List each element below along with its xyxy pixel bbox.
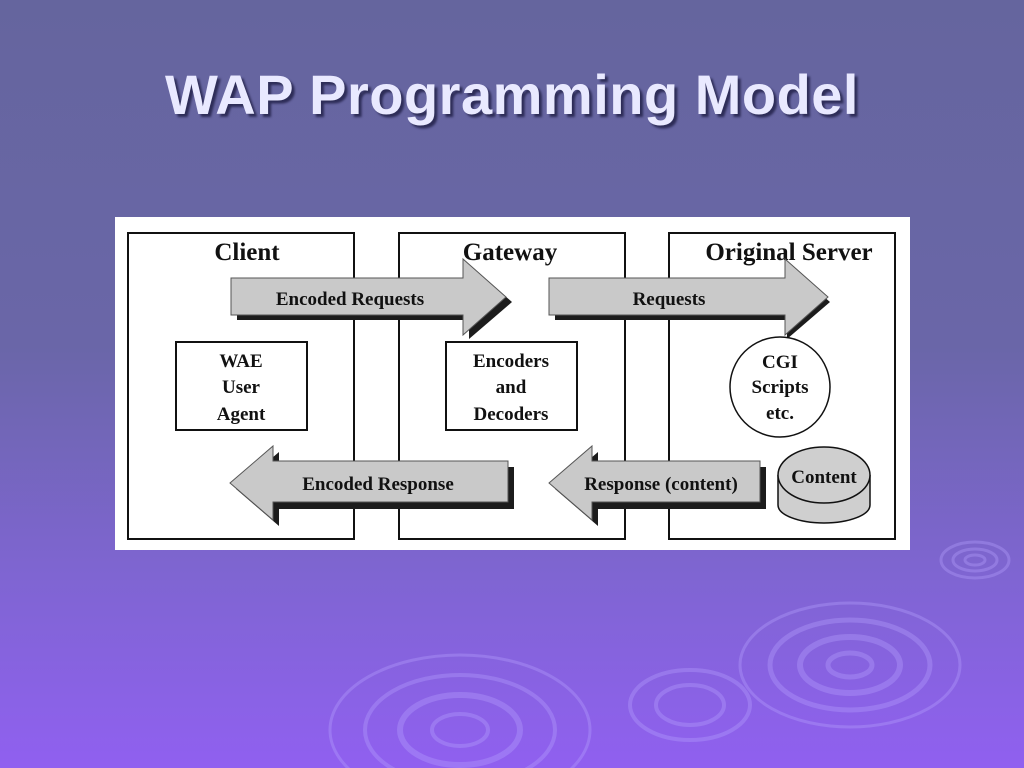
cgi-scripts-line-2: Scripts: [752, 377, 809, 398]
server-header: Original Server: [705, 239, 872, 266]
encoders-decoders-line-3: Decoders: [474, 404, 549, 425]
wae-user-agent-box: WAE User Agent: [175, 341, 308, 431]
encoded-requests-label: Encoded Requests: [276, 289, 424, 310]
cgi-scripts-line-3: etc.: [766, 403, 794, 424]
cgi-scripts-line-1: CGI: [762, 352, 798, 373]
client-header: Client: [214, 239, 280, 266]
gateway-header: Gateway: [463, 239, 558, 266]
slide-title: WAP Programming Model: [165, 63, 859, 126]
encoded-requests-arrow: Encoded Requests: [230, 257, 512, 339]
gateway-column: [398, 232, 626, 540]
wae-user-agent-line-3: Agent: [217, 404, 266, 425]
requests-arrow: Requests: [548, 257, 830, 339]
encoders-decoders-line-2: and: [496, 377, 527, 398]
wae-user-agent-line-1: WAE: [219, 351, 262, 372]
encoders-decoders-box: Encoders and Decoders: [445, 341, 578, 431]
encoded-response-arrow: Encoded Response: [229, 444, 514, 526]
server-column: [668, 232, 896, 540]
client-column: [127, 232, 355, 540]
requests-label: Requests: [633, 289, 706, 310]
content-label: Content: [791, 467, 857, 488]
wap-diagram-svg: Client Gateway Original Server Encoded R…: [127, 232, 896, 540]
encoded-response-label: Encoded Response: [302, 474, 454, 495]
response-content-arrow: Response (content): [548, 444, 766, 526]
encoders-decoders-line-1: Encoders: [473, 351, 549, 372]
response-content-label: Response (content): [584, 474, 738, 495]
content-database: Content: [777, 446, 871, 524]
wae-user-agent-line-2: User: [222, 377, 261, 398]
cgi-scripts-circle: CGI Scripts etc.: [729, 336, 831, 438]
wap-diagram: Client Gateway Original Server Encoded R…: [115, 217, 910, 550]
